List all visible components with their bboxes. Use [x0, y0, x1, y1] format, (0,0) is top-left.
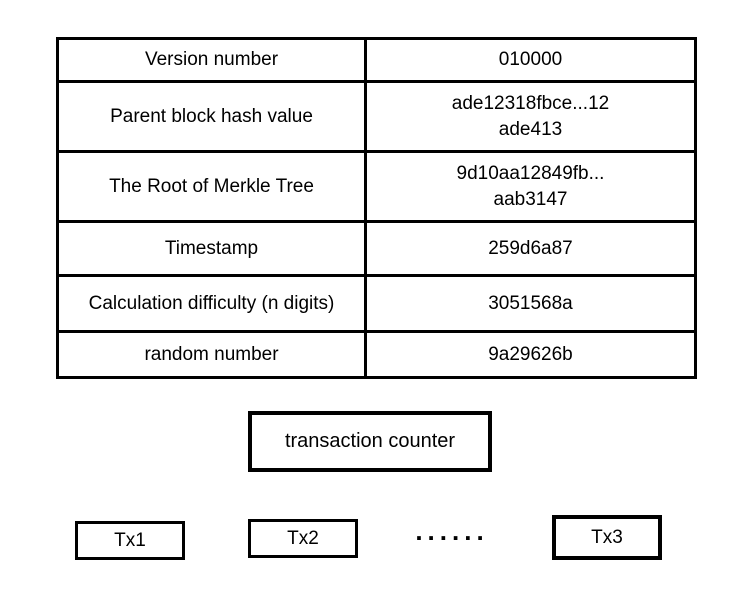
field-label: Version number	[56, 37, 367, 83]
tx1-box: Tx1	[75, 521, 185, 560]
tx3-label: Tx3	[591, 526, 623, 548]
table-row: Calculation difficulty (n digits) 305156…	[56, 274, 697, 333]
field-value: 9d10aa12849fb... aab3147	[364, 150, 697, 223]
block-header-table: Version number 010000 Parent block hash …	[56, 37, 697, 379]
transaction-counter-label: transaction counter	[284, 430, 456, 452]
ellipsis-dots: ......	[415, 516, 489, 546]
field-value: 9a29626b	[364, 330, 697, 379]
field-value: ade12318fbce...12 ade413	[364, 80, 697, 153]
table-row: The Root of Merkle Tree 9d10aa12849fb...…	[56, 150, 697, 223]
field-label: Timestamp	[56, 220, 367, 277]
transaction-counter-box: transaction counter	[248, 411, 492, 472]
field-label: random number	[56, 330, 367, 379]
field-label: The Root of Merkle Tree	[56, 150, 367, 223]
field-value: 010000	[364, 37, 697, 83]
tx2-label: Tx2	[287, 527, 319, 549]
table-row: Version number 010000	[56, 37, 697, 83]
table-row: Parent block hash value ade12318fbce...1…	[56, 80, 697, 153]
tx2-box: Tx2	[248, 519, 358, 558]
tx3-box: Tx3	[552, 515, 662, 560]
field-value: 3051568a	[364, 274, 697, 333]
field-label: Calculation difficulty (n digits)	[56, 274, 367, 333]
table-row: Timestamp 259d6a87	[56, 220, 697, 277]
table-row: random number 9a29626b	[56, 330, 697, 379]
field-label: Parent block hash value	[56, 80, 367, 153]
tx1-label: Tx1	[114, 529, 146, 551]
field-value: 259d6a87	[364, 220, 697, 277]
